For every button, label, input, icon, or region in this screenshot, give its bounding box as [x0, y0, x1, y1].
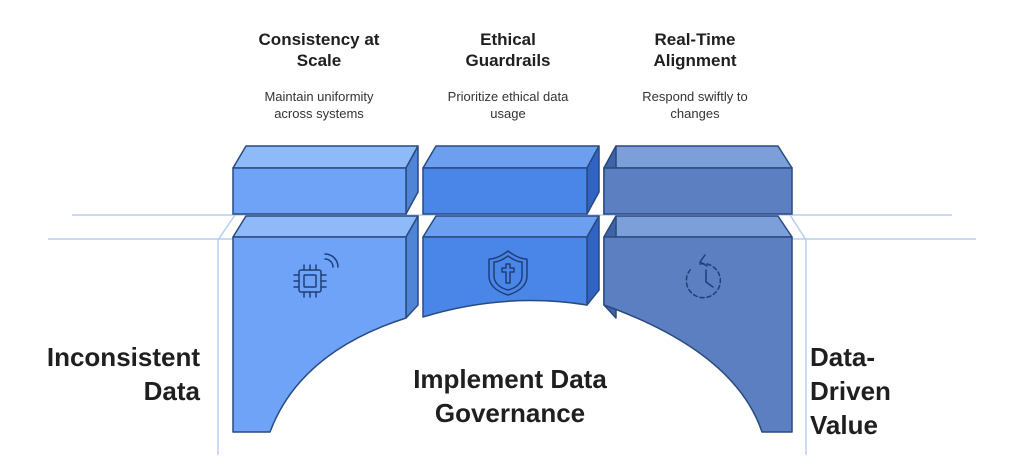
pillar-2-description-line-2: usage — [490, 106, 526, 121]
bridge-body — [232, 215, 793, 433]
center-label: Implement Data Governance — [360, 362, 660, 430]
pillar-caps — [232, 145, 793, 215]
right-label-line-1: Data- — [810, 342, 876, 372]
pillar-3-description: Respond swiftly to changes — [605, 88, 785, 122]
right-label-line-2: Driven — [810, 376, 891, 406]
pillar-3-title-line-1: Real-Time — [654, 30, 736, 49]
pillar-3-title: Real-Time Alignment — [605, 29, 785, 71]
pillar-1-description: Maintain uniformity across systems — [229, 88, 409, 122]
pillar-2-title: Ethical Guardrails — [418, 29, 598, 71]
pillar-1-description-line-1: Maintain uniformity — [264, 89, 374, 104]
right-label-line-3: Value — [810, 410, 878, 440]
pillar-3-description-line-1: Respond swiftly to — [642, 89, 748, 104]
pillar-3-description-line-2: changes — [670, 106, 720, 121]
pillar-1-title: Consistency at Scale — [229, 29, 409, 71]
refresh-clock-icon — [685, 254, 722, 299]
pillar-2-title-line-1: Ethical — [480, 30, 536, 49]
pillar-2-title-line-2: Guardrails — [465, 51, 551, 70]
guide-lines — [48, 214, 976, 455]
left-label-line-1: Inconsistent — [46, 342, 200, 372]
center-label-line-2: Governance — [434, 398, 586, 428]
pillar-2-description: Prioritize ethical data usage — [418, 88, 598, 122]
shield-cross-icon — [488, 250, 528, 296]
chip-wireless-icon — [293, 253, 339, 298]
pillar-2-description-line-1: Prioritize ethical data — [447, 89, 569, 104]
left-label: Inconsistent Data — [47, 340, 200, 408]
pillar-1-description-line-2: across systems — [274, 106, 364, 121]
left-label-line-2: Data — [143, 376, 200, 406]
center-label-line-1: Implement Data — [413, 364, 607, 394]
pillar-1-title-line-2: Scale — [296, 51, 342, 70]
pillar-1-title-line-1: Consistency at — [258, 30, 380, 49]
right-label: Data- Driven Value — [810, 340, 891, 442]
pillar-3-title-line-2: Alignment — [653, 51, 737, 70]
